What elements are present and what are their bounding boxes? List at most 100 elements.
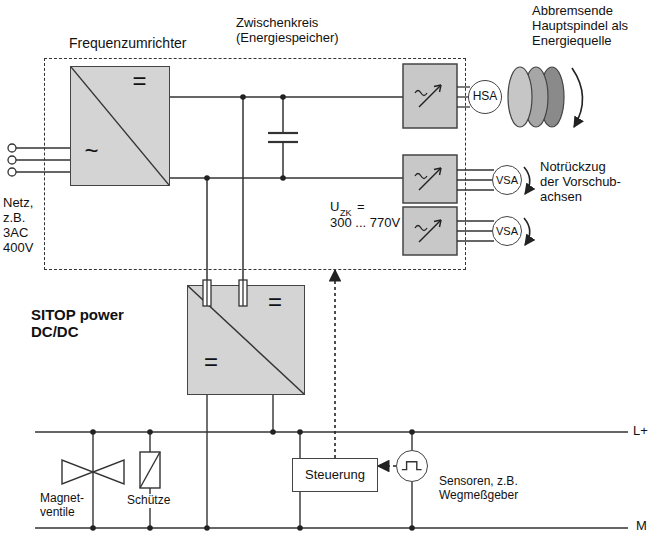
spindle-label: AbbremsendeHauptspindel alsEnergiequelle xyxy=(532,4,628,49)
branch-wires xyxy=(299,432,300,458)
motor-wires xyxy=(457,189,494,190)
junction-dot xyxy=(240,94,246,100)
rail-dot xyxy=(297,525,303,531)
symbol-stroke xyxy=(71,67,169,185)
converter-sign: = xyxy=(268,288,282,316)
motor-wires xyxy=(457,86,470,87)
symbol-stroke xyxy=(188,286,304,394)
rail-dot xyxy=(204,525,210,531)
fuse-symbol xyxy=(203,280,247,306)
symbol-stroke xyxy=(402,462,422,470)
inverter-box xyxy=(403,155,457,203)
node-text: Sensoren, z.B.Wegmeßgeber xyxy=(439,475,518,503)
inverter-box xyxy=(403,207,457,255)
rail-dot xyxy=(409,429,415,435)
motor-wires xyxy=(457,230,494,231)
rail-dot xyxy=(270,429,276,435)
contactor-label: Schütze xyxy=(125,494,172,508)
supply-rail xyxy=(35,432,628,528)
converter-housing: Frequenzumrichter=~ xyxy=(44,58,466,270)
inverter-symbol xyxy=(415,85,441,107)
valve-label: Magnet-ventile xyxy=(40,492,84,520)
solenoid-valve-symbol xyxy=(62,460,93,484)
node-text: HSA xyxy=(473,90,498,104)
junction-dot xyxy=(280,94,286,100)
branch-wires xyxy=(92,432,93,528)
solenoid-valve-symbol xyxy=(62,460,124,484)
rail-dot xyxy=(147,429,153,435)
rotation-arrow xyxy=(572,68,583,127)
rail-dot xyxy=(90,429,415,531)
feed-motor: VSA xyxy=(492,216,522,246)
motor-wires xyxy=(457,220,494,221)
junction-dot xyxy=(204,94,286,181)
solenoid-valve-symbol xyxy=(93,460,124,484)
control-signal-arrow xyxy=(378,465,396,467)
motor-wires xyxy=(457,106,470,107)
mains-terminals xyxy=(8,144,70,176)
converter-sign: = xyxy=(133,67,147,95)
capacitor-symbol xyxy=(268,132,298,134)
control-signal-arrow xyxy=(334,270,336,458)
motor-wires xyxy=(457,169,494,170)
bus-label: Zwischenkreis(Energiespeicher) xyxy=(236,16,339,46)
fuse-symbol xyxy=(203,280,211,306)
branch-wires xyxy=(149,432,150,452)
inverter-box xyxy=(403,64,457,255)
inverter-box xyxy=(403,64,457,128)
control-box: Steuerung xyxy=(292,458,378,492)
junction-dot xyxy=(280,175,286,181)
rail-dot xyxy=(90,525,96,531)
node-text: SITOP powerDC/DC xyxy=(31,306,124,341)
rail-label: M xyxy=(636,519,647,534)
symbol-stroke xyxy=(71,67,169,185)
rotation-arrow xyxy=(524,167,530,194)
mains-terminals xyxy=(16,147,70,148)
sensor-symbol: Sensoren, z.B.Wegmeßgeber xyxy=(396,450,428,482)
rail-dot xyxy=(90,429,96,435)
converter-sign: = xyxy=(204,348,218,376)
node-text: VSA xyxy=(496,174,518,187)
rail-dot xyxy=(297,429,303,435)
fuse-symbol xyxy=(206,280,207,306)
rectifier-box: =~ xyxy=(70,66,170,186)
motor-wires xyxy=(457,240,494,241)
capacitor-symbol xyxy=(282,97,284,133)
dc-link-bus xyxy=(170,96,403,98)
feed-motor: VSA xyxy=(492,165,522,195)
rail-dot xyxy=(147,525,153,531)
mains-terminals xyxy=(16,159,70,160)
branch-wires xyxy=(93,395,412,528)
mains-terminals xyxy=(8,156,16,164)
supply-rail xyxy=(35,431,628,433)
rotation-arrow xyxy=(524,68,583,245)
branch-wires xyxy=(272,395,273,432)
converter-sign: ~ xyxy=(85,137,99,165)
branch-wires xyxy=(299,492,300,528)
mains-terminals xyxy=(8,168,16,176)
spindle-discs xyxy=(508,67,532,127)
capacitor-symbol xyxy=(282,142,284,178)
rail-label: L+ xyxy=(633,424,648,439)
branch-wires xyxy=(206,395,207,528)
dc-link-bus xyxy=(206,178,208,300)
contactor-symbol xyxy=(140,452,160,488)
voltage-range: 300 ... 770V xyxy=(330,216,400,231)
mains-terminals xyxy=(16,171,70,172)
equals-sign: = xyxy=(357,200,365,215)
spindle-motor: HSA xyxy=(468,80,502,114)
rail-dot xyxy=(409,525,415,531)
mains-terminals xyxy=(8,144,16,152)
voltage-symbol: U xyxy=(330,200,339,215)
node-text: Frequenzumrichter xyxy=(69,35,187,51)
mains-label: Netz,z.B.3AC400V xyxy=(3,196,33,256)
node-text: VSA xyxy=(496,225,518,238)
junction-dot xyxy=(204,175,210,181)
dcdc-converter-box: SITOP powerDC/DC== xyxy=(187,285,305,395)
fuse-symbol xyxy=(239,280,247,306)
node-text: Steuerung xyxy=(305,468,365,483)
fuse-symbol xyxy=(242,280,243,306)
inverter-symbol xyxy=(415,220,441,242)
contactor-symbol xyxy=(140,452,160,488)
